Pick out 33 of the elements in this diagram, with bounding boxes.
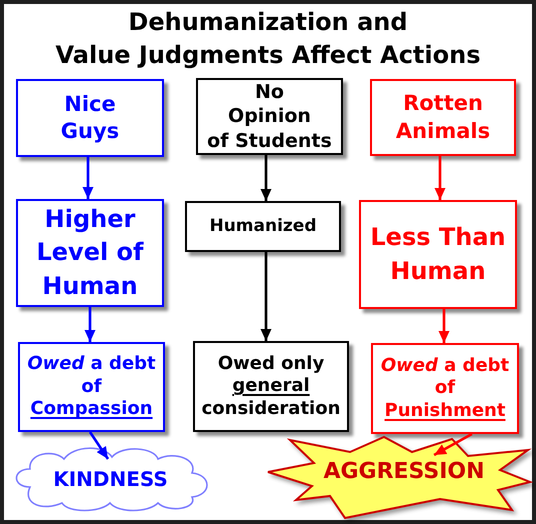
node-label: Owed a debt of [27, 353, 156, 398]
diagram-title: Dehumanization and Value Judgments Affect Actions [56, 7, 480, 71]
concept-box [16, 199, 164, 307]
node-label: Owed only [218, 352, 324, 376]
concept-box [371, 343, 519, 434]
node-label: general [232, 375, 310, 398]
node-label: Higher Level of Human [36, 204, 144, 302]
arrow [260, 155, 272, 201]
concept-box [185, 201, 341, 252]
arrow [82, 157, 94, 199]
node-label: AGGRESSION [323, 458, 485, 486]
concept-box [370, 79, 516, 156]
node-label: Owed a debt of [380, 354, 510, 400]
node-label: Rotten Animals [396, 90, 490, 144]
concept-box [359, 200, 517, 309]
concept-box [18, 342, 165, 432]
node-label: Nice Guys [60, 90, 120, 145]
arrow [260, 252, 272, 341]
node-label: Less Than Human [370, 222, 506, 286]
concept-box [196, 78, 343, 155]
arrow [84, 307, 96, 342]
concept-box [16, 79, 164, 157]
node-label: Humanized [209, 215, 317, 238]
node-label: KINDNESS [53, 467, 168, 491]
node-label: No Opinion of Students [207, 80, 332, 153]
arrow [438, 309, 450, 343]
arrow [88, 431, 110, 460]
arrow [433, 432, 473, 456]
node-label: consideration [202, 398, 340, 420]
node-label: Punishment [384, 400, 506, 422]
node-label: Compassion [30, 398, 153, 421]
arrow [434, 156, 446, 200]
concept-box [193, 341, 349, 432]
